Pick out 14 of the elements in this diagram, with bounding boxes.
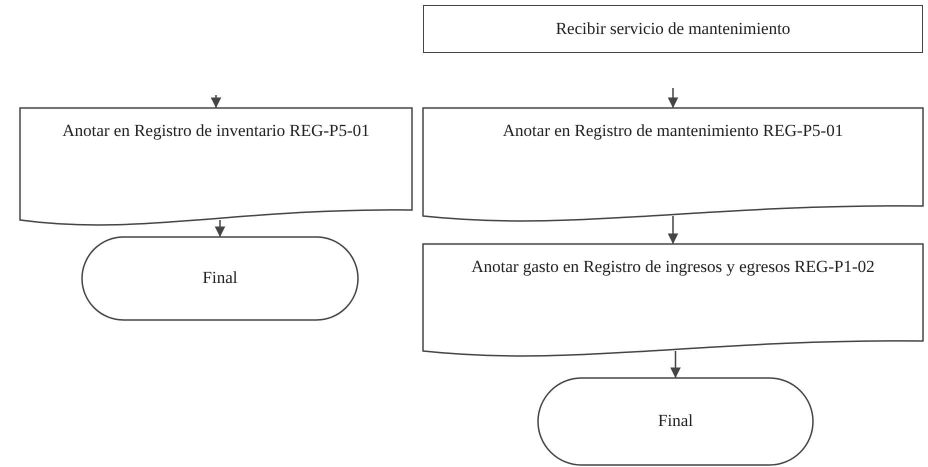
arrow <box>668 216 678 244</box>
arrow <box>670 351 681 378</box>
node-text: Final <box>202 267 238 290</box>
node-text: Anotar gasto en Registro de ingresos y egresos REG-P1-02 <box>471 256 875 278</box>
node-text: Anotar en Registro de inventario REG-P5-01 <box>62 120 370 142</box>
terminal-node <box>82 237 358 320</box>
arrow <box>210 95 222 108</box>
arrow <box>668 88 678 108</box>
node-text: Recibir servicio de mantenimiento <box>556 18 790 40</box>
arrow <box>214 220 226 237</box>
node-text: Final <box>658 410 693 432</box>
node-text: Anotar en Registro de mantenimiento REG-P5-01 <box>502 120 844 142</box>
terminal-node <box>538 378 813 465</box>
process-box <box>423 5 923 53</box>
